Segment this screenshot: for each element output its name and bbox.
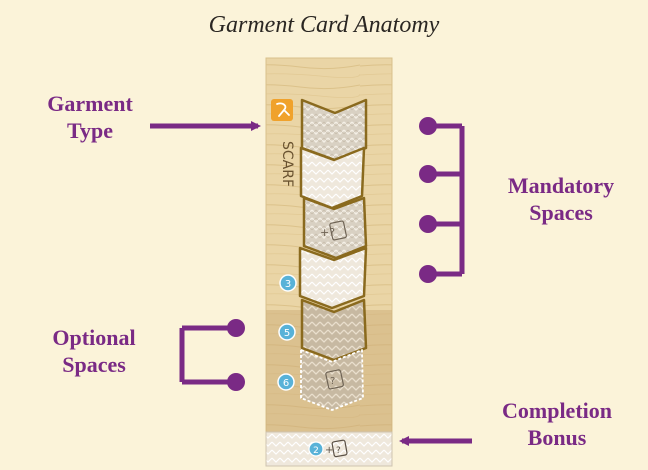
optional-spaces-bracket bbox=[182, 319, 245, 391]
svg-text:2: 2 bbox=[313, 446, 319, 456]
optional-spaces bbox=[301, 300, 366, 410]
optional-spaces-label: Optional Spaces bbox=[24, 324, 164, 378]
completion-bonus-badge: 2 bbox=[309, 442, 323, 456]
cost-badge-3: 6 bbox=[278, 374, 294, 390]
completion-bonus-label: Completion Bonus bbox=[472, 397, 642, 451]
optional-label-line2: Spaces bbox=[24, 351, 164, 378]
cost-badge-2: 5 bbox=[279, 324, 295, 340]
garment-type-label: Garment Type bbox=[30, 90, 150, 144]
svg-text:+?: +? bbox=[320, 226, 335, 239]
mandatory-spaces bbox=[300, 100, 366, 308]
garment-type-label-line1: Garment bbox=[30, 90, 150, 117]
svg-text:6: 6 bbox=[283, 378, 289, 389]
completion-label-line1: Completion bbox=[472, 397, 642, 424]
svg-text:?: ? bbox=[336, 446, 341, 456]
optional-label-line1: Optional bbox=[24, 324, 164, 351]
mandatory-spaces-label: Mandatory Spaces bbox=[486, 172, 636, 226]
svg-text:?: ? bbox=[330, 376, 335, 387]
garment-type-label-line2: Type bbox=[30, 117, 150, 144]
svg-text:5: 5 bbox=[284, 328, 290, 339]
completion-label-line2: Bonus bbox=[472, 424, 642, 451]
garment-type-name: SCARF bbox=[279, 141, 295, 187]
scarf-icon bbox=[271, 99, 293, 121]
svg-text:3: 3 bbox=[285, 279, 291, 290]
cost-badge-1: 3 bbox=[280, 275, 296, 291]
mandatory-spaces-bracket bbox=[419, 117, 462, 283]
mandatory-label-line1: Mandatory bbox=[486, 172, 636, 199]
mandatory-label-line2: Spaces bbox=[486, 199, 636, 226]
